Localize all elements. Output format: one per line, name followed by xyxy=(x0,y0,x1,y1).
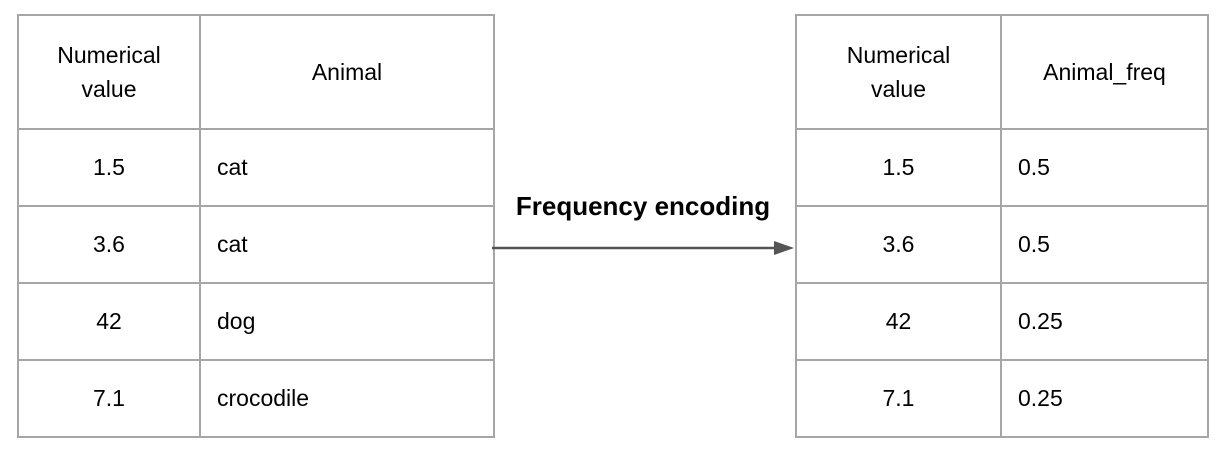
numerical-value-cell: 7.1 xyxy=(17,359,201,438)
table-row: 3.6 cat xyxy=(17,205,495,284)
numerical-value-cell: 1.5 xyxy=(17,128,201,207)
numerical-value-cell: 3.6 xyxy=(795,205,1002,284)
animal-cell: cat xyxy=(199,205,495,284)
table-row: 42 dog xyxy=(17,282,495,361)
table-header-row: Numerical value Animal_freq xyxy=(795,14,1209,130)
encoded-data-table: Numerical value Animal_freq 1.5 0.5 3.6 … xyxy=(795,14,1209,438)
table-row: 7.1 0.25 xyxy=(795,359,1209,438)
header-cell-animal: Animal xyxy=(199,14,495,130)
header-cell-numerical-value: Numerical value xyxy=(17,14,201,130)
numerical-value-cell: 7.1 xyxy=(795,359,1002,438)
header-cell-animal-freq: Animal_freq xyxy=(1000,14,1209,130)
animal-freq-cell: 0.25 xyxy=(1000,359,1209,438)
table-header-row: Numerical value Animal xyxy=(17,14,495,130)
animal-freq-cell: 0.5 xyxy=(1000,128,1209,207)
numerical-value-cell: 1.5 xyxy=(795,128,1002,207)
numerical-value-cell: 3.6 xyxy=(17,205,201,284)
table-row: 3.6 0.5 xyxy=(795,205,1209,284)
animal-cell: cat xyxy=(199,128,495,207)
right-arrow-icon xyxy=(492,241,794,255)
animal-freq-cell: 0.5 xyxy=(1000,205,1209,284)
table-row: 1.5 cat xyxy=(17,128,495,207)
animal-cell: dog xyxy=(199,282,495,361)
numerical-value-cell: 42 xyxy=(795,282,1002,361)
header-cell-numerical-value: Numerical value xyxy=(795,14,1002,130)
numerical-value-cell: 42 xyxy=(17,282,201,361)
table-row: 1.5 0.5 xyxy=(795,128,1209,207)
animal-freq-cell: 0.25 xyxy=(1000,282,1209,361)
animal-cell: crocodile xyxy=(199,359,495,438)
frequency-encoding-label: Frequency encoding xyxy=(515,191,771,221)
table-row: 7.1 crocodile xyxy=(17,359,495,438)
table-row: 42 0.25 xyxy=(795,282,1209,361)
original-data-table: Numerical value Animal 1.5 cat 3.6 cat 4… xyxy=(17,14,495,438)
